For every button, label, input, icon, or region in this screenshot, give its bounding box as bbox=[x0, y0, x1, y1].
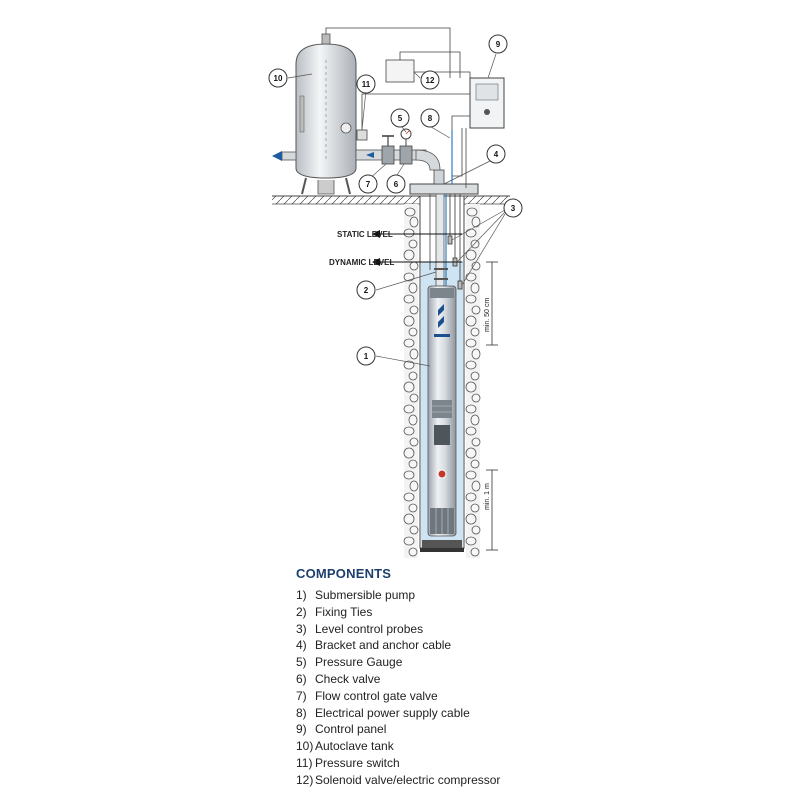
wellhead-plate bbox=[409, 183, 479, 195]
wiring bbox=[325, 27, 471, 188]
item-label: Check valve bbox=[315, 671, 381, 686]
item-label: Bracket and anchor cable bbox=[315, 638, 452, 653]
borehole-gravel-left bbox=[403, 204, 419, 558]
svg-text:4: 4 bbox=[494, 150, 499, 159]
list-item: 11)Pressure switch bbox=[296, 755, 596, 772]
check-valve bbox=[399, 145, 413, 165]
pressure-gauge bbox=[400, 128, 412, 146]
components-list: 1) Submersible pump 2) Fixing Ties 3) Level… bbox=[296, 587, 596, 789]
item-label: Pressure Gauge bbox=[315, 655, 403, 670]
svg-text:10: 10 bbox=[274, 74, 283, 83]
list-item: 5) Pressure Gauge bbox=[296, 654, 596, 671]
item-label: Autoclave tank bbox=[315, 739, 394, 754]
fixing-ties bbox=[434, 268, 448, 280]
item-label: Electrical power supply cable bbox=[315, 705, 470, 720]
item-number: 4) bbox=[296, 638, 307, 653]
dimension-min-50cm: min. 50 cm bbox=[484, 261, 498, 346]
list-item: 8) Electrical power supply cable bbox=[296, 705, 596, 722]
control-panel bbox=[469, 77, 505, 129]
power-supply-cable bbox=[445, 130, 453, 290]
callout-6: 6 bbox=[386, 174, 406, 194]
list-item: 3) Level control probes bbox=[296, 621, 596, 638]
svg-text:8: 8 bbox=[428, 114, 433, 123]
item-number: 9) bbox=[296, 722, 307, 737]
list-item: 1) Submersible pump bbox=[296, 587, 596, 604]
svg-text:1: 1 bbox=[364, 352, 369, 361]
submersible-pump bbox=[427, 285, 457, 537]
list-item: 12)Solenoid valve/electric compressor bbox=[296, 772, 596, 789]
callout-11: 11 bbox=[356, 74, 376, 94]
item-number: 10) bbox=[296, 739, 314, 754]
item-number: 5) bbox=[296, 655, 307, 670]
callout-12: 12 bbox=[420, 70, 440, 90]
list-item: 2) Fixing Ties bbox=[296, 604, 596, 621]
svg-text:12: 12 bbox=[426, 76, 435, 85]
item-label: Level control probes bbox=[315, 621, 424, 636]
dimension-label-1m: min. 1 m bbox=[484, 483, 491, 510]
callout-8: 8 bbox=[420, 108, 440, 128]
item-number: 12) bbox=[296, 772, 314, 787]
flow-control-gate-valve bbox=[381, 135, 395, 165]
static-level-indicator: STATIC LEVEL bbox=[337, 230, 462, 239]
list-item: 10)Autoclave tank bbox=[296, 738, 596, 755]
discharge-pipe bbox=[355, 149, 441, 171]
dynamic-level-label: DYNAMIC LEVEL bbox=[329, 258, 394, 267]
callout-4: 4 bbox=[486, 144, 506, 164]
solenoid-valve-box bbox=[385, 59, 415, 83]
item-label: Flow control gate valve bbox=[315, 688, 438, 703]
list-item: 6) Check valve bbox=[296, 671, 596, 688]
item-number: 6) bbox=[296, 671, 307, 686]
ground-surface bbox=[272, 195, 510, 205]
item-number: 3) bbox=[296, 621, 307, 636]
svg-text:5: 5 bbox=[398, 114, 403, 123]
outflow-arrow bbox=[272, 151, 297, 161]
borehole-gravel-right bbox=[465, 204, 481, 558]
item-number: 7) bbox=[296, 688, 307, 703]
dimension-label-50cm: min. 50 cm bbox=[484, 298, 491, 332]
pressure-switch bbox=[356, 100, 368, 141]
item-label: Submersible pump bbox=[315, 588, 416, 602]
svg-text:9: 9 bbox=[496, 40, 501, 49]
svg-text:2: 2 bbox=[364, 286, 369, 295]
callout-10: 10 bbox=[268, 68, 288, 88]
item-label: Pressure switch bbox=[315, 755, 400, 770]
item-number: 2) bbox=[296, 604, 307, 619]
callout-1: 1 bbox=[356, 346, 376, 366]
item-number: 11) bbox=[296, 755, 313, 770]
svg-text:3: 3 bbox=[511, 204, 516, 213]
svg-text:6: 6 bbox=[394, 180, 399, 189]
svg-text:7: 7 bbox=[366, 180, 371, 189]
item-number: 1) bbox=[296, 588, 307, 602]
item-label: Solenoid valve/electric compressor bbox=[315, 772, 501, 787]
item-label: Control panel bbox=[315, 722, 387, 737]
callout-7: 7 bbox=[358, 174, 378, 194]
autoclave-tank bbox=[295, 33, 357, 195]
static-level-label: STATIC LEVEL bbox=[337, 230, 393, 239]
components-legend: COMPONENTS 1) Submersible pump 2) Fixing T… bbox=[296, 566, 596, 789]
item-number: 8) bbox=[296, 705, 307, 720]
callout-5: 5 bbox=[390, 108, 410, 128]
item-label: Fixing Ties bbox=[315, 604, 373, 619]
riser-pipe bbox=[435, 193, 445, 287]
components-title: COMPONENTS bbox=[296, 566, 392, 581]
callout-3: 3 bbox=[503, 198, 523, 218]
callout-leaders bbox=[287, 53, 506, 367]
list-item: 9) Control panel bbox=[296, 721, 596, 738]
list-item: 4) Bracket and anchor cable bbox=[296, 637, 596, 654]
callout-9: 9 bbox=[488, 34, 508, 54]
callout-2: 2 bbox=[356, 280, 376, 300]
dimension-min-1m: min. 1 m bbox=[484, 469, 498, 551]
installation-diagram: STATIC LEVEL DYNAMIC LEVEL min. 50 cm mi… bbox=[268, 27, 523, 558]
list-item: 7) Flow control gate valve bbox=[296, 688, 596, 705]
svg-text:11: 11 bbox=[362, 80, 371, 89]
dynamic-level-indicator: DYNAMIC LEVEL bbox=[329, 258, 462, 267]
